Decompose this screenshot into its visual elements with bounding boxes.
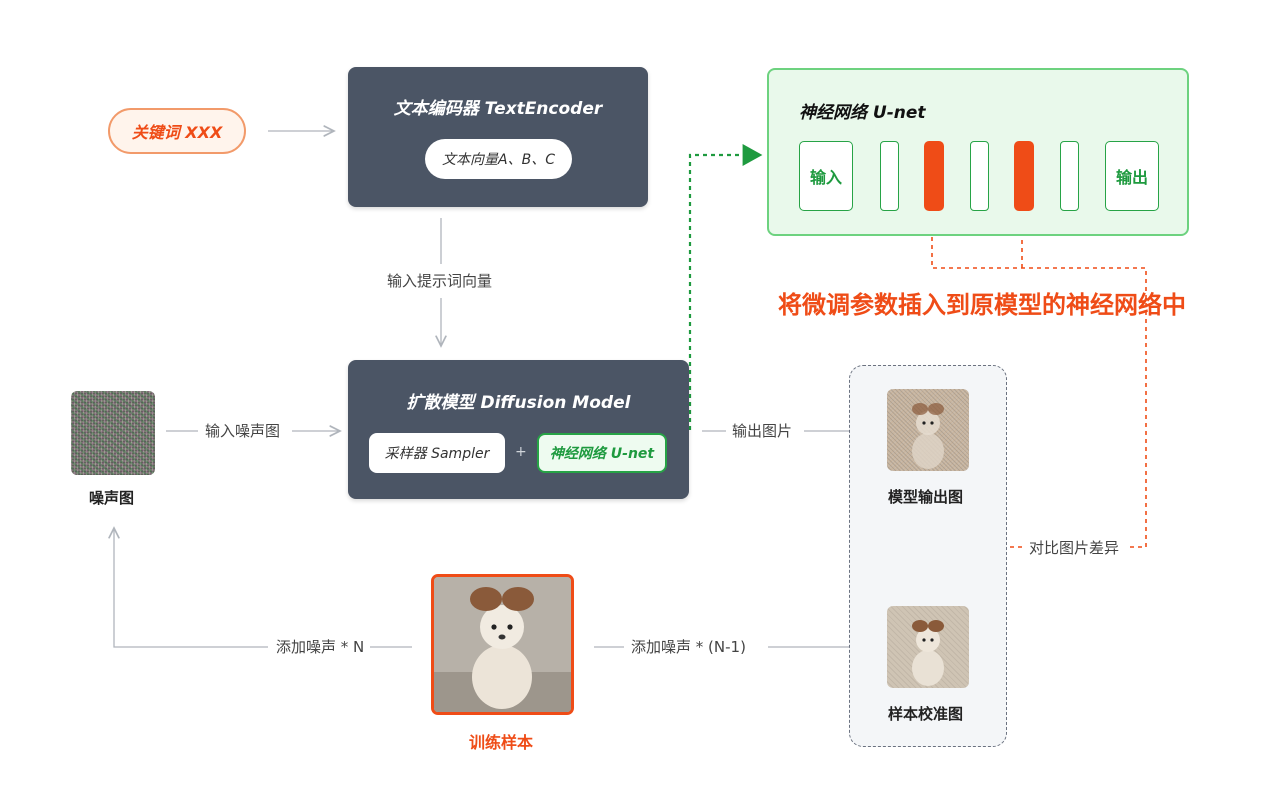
model-output-image	[887, 389, 969, 471]
unet-output-block: 输出	[1105, 141, 1159, 211]
training-sample-image	[431, 574, 574, 715]
unet-finetune-layer-1	[924, 141, 944, 211]
sample-dog-figure	[912, 620, 944, 686]
sample-calibration-caption: 样本校准图	[888, 705, 964, 723]
finetune-insert-note: 将微调参数插入到原模型的神经网络中	[778, 291, 1186, 319]
keyword-pill: 关键词 XXX	[108, 108, 246, 154]
diffusion-model-title: 扩散模型 Diffusion Model	[406, 393, 631, 413]
text-vector-pill: 文本向量A、B、C	[425, 139, 572, 179]
noise-image	[71, 391, 155, 475]
unet-panel: 神经网络 U-net 输入 输出	[767, 68, 1189, 236]
orange-dashed-link	[921, 220, 1147, 548]
training-dog-figure	[434, 577, 571, 712]
sample-calibration-image	[887, 606, 969, 688]
unet-panel-title: 神经网络 U-net	[799, 103, 926, 123]
edge-label-add-noise-n: 添加噪声 * N	[276, 638, 365, 656]
noisy-dog-figure	[912, 403, 944, 469]
model-output-caption: 模型输出图	[888, 488, 964, 506]
unet-layer-3	[1060, 141, 1079, 211]
unet-layer-1	[880, 141, 899, 211]
diffusion-model-box: 扩散模型 Diffusion Model 采样器 Sampler + 神经网络 …	[348, 360, 689, 499]
compare-difference-label: 对比图片差异	[1029, 539, 1120, 557]
training-sample-caption: 训练样本	[469, 733, 534, 752]
keyword-text: 关键词 XXX	[131, 123, 223, 142]
edge-label-prompt-vector: 输入提示词向量	[387, 272, 493, 290]
unet-layer-2	[970, 141, 989, 211]
diffusion-unet-pill: 神经网络 U-net	[537, 433, 667, 473]
edge-label-input-noise: 输入噪声图	[205, 422, 281, 440]
plus-sign: +	[515, 444, 527, 460]
edge-label-add-noise-n-minus-1: 添加噪声 * (N-1)	[631, 638, 746, 656]
unet-finetune-layer-2	[1014, 141, 1034, 211]
unet-input-block: 输入	[799, 141, 853, 211]
edge-label-output-image: 输出图片	[732, 422, 793, 440]
text-encoder-title: 文本编码器 TextEncoder	[393, 99, 603, 119]
text-encoder-box: 文本编码器 TextEncoder 文本向量A、B、C	[348, 67, 648, 207]
noise-caption: 噪声图	[89, 489, 135, 507]
sampler-pill: 采样器 Sampler	[369, 433, 505, 473]
